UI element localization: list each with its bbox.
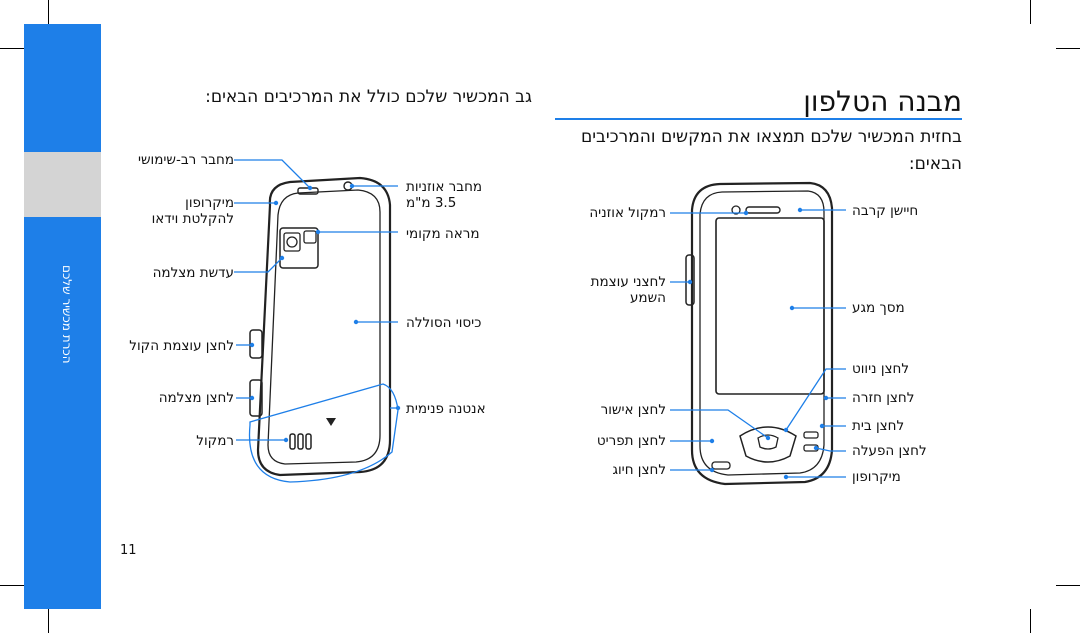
crop-mark xyxy=(48,609,49,633)
crop-mark xyxy=(0,48,24,49)
chapter-marker xyxy=(24,152,101,217)
front-intro: בחזית המכשיר שלכם תמצאו את המקשים והמרכי… xyxy=(580,127,962,174)
label-battery-cover: כיסוי הסוללה xyxy=(406,315,482,331)
label-home-key: לחצן בית xyxy=(852,418,905,434)
label-microphone: מיקרופון xyxy=(852,469,901,485)
page-number: 11 xyxy=(120,543,137,558)
label-dial-key: לחצן חיוג xyxy=(612,462,666,478)
label-touch-screen: מסך מגע xyxy=(852,300,905,316)
label-power-key: לחצן הפעלה xyxy=(852,443,927,459)
crop-mark xyxy=(1030,0,1031,24)
crop-mark xyxy=(1030,609,1031,633)
crop-mark xyxy=(1056,585,1080,586)
label-confirm-key: לחצן אישור xyxy=(600,402,666,418)
label-recording-mic: מיקרופון להקלטת וידאו xyxy=(151,195,234,227)
label-headset-jack-size: 3.5 מ"מ xyxy=(406,195,457,211)
title-divider xyxy=(555,118,962,120)
crop-mark xyxy=(1056,48,1080,49)
label-back-key: לחצן חזרה xyxy=(852,390,915,406)
label-camera-lens: עדשת מצלמה xyxy=(152,265,234,281)
back-intro: גב המכשיר שלכם כולל את המרכיבים הבאים: xyxy=(205,87,532,107)
back-callouts xyxy=(234,159,399,483)
chapter-title: הכרת מכשיר שלכם xyxy=(60,265,74,364)
phone-back-illustration xyxy=(249,176,392,477)
phone-front-illustration xyxy=(685,181,834,486)
label-volume-keys: לחצני עוצמת השמע xyxy=(590,274,666,306)
front-callouts xyxy=(670,209,846,478)
label-back-speaker: רמקול xyxy=(196,433,234,449)
chapter-side-tab: הכרת מכשיר שלכם xyxy=(24,24,101,609)
label-multifunction-jack: מחבר רב-שימושי xyxy=(137,152,234,168)
page-title: מבנה הטלפון xyxy=(803,85,962,118)
label-camera-key: לחצן מצלמה xyxy=(158,390,234,406)
label-menu-key: לחצן תפריט xyxy=(596,433,666,449)
label-volume-key: לחצן עוצמת הקול xyxy=(129,338,234,354)
label-navigation-key: לחצן ניווט xyxy=(852,361,910,377)
crop-mark xyxy=(48,0,49,24)
label-headset-jack: מחבר אוזניות xyxy=(406,179,483,195)
label-earpiece: רמקול אוזניה xyxy=(589,205,666,221)
label-mirror: מראה מקומי xyxy=(406,226,480,242)
label-proximity-sensor: חיישן קרבה xyxy=(852,203,919,219)
label-internal-antenna: אנטנה פנימית xyxy=(406,401,486,417)
crop-mark xyxy=(0,585,24,586)
